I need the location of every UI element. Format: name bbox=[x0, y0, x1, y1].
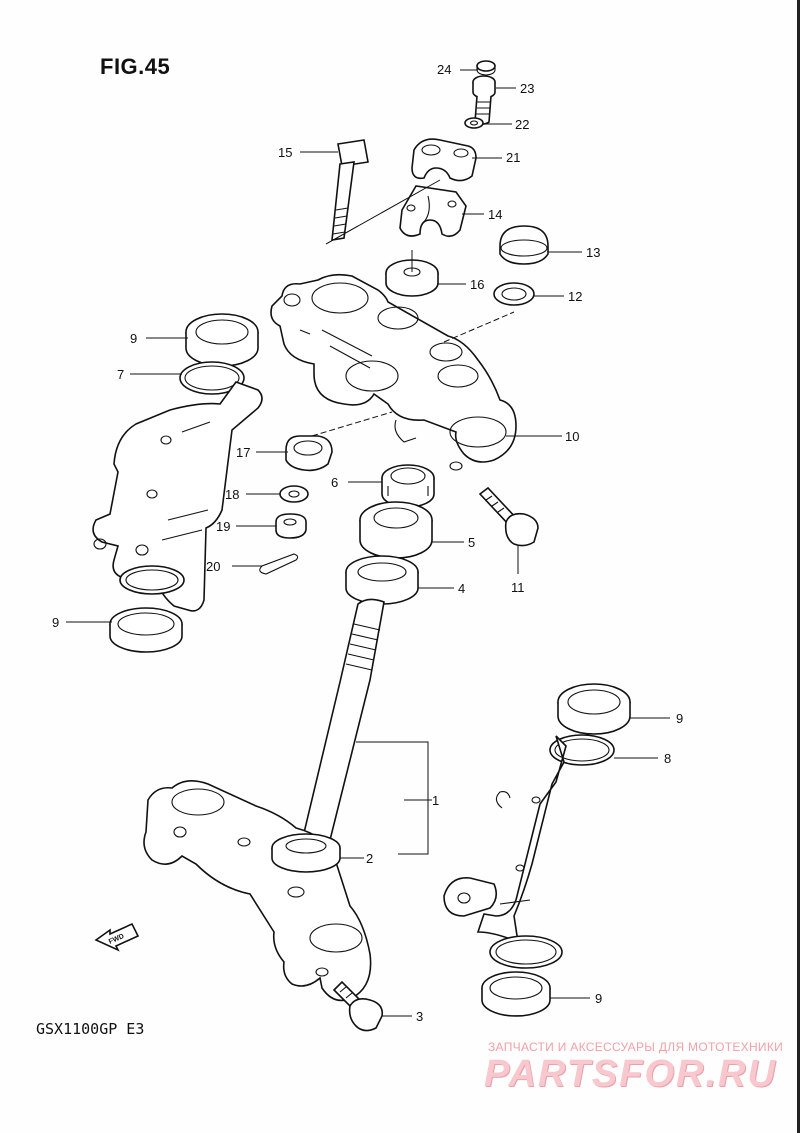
part-24-cap bbox=[476, 60, 496, 76]
part-2-lower-bearing bbox=[271, 833, 341, 873]
callout-17: 17 bbox=[236, 445, 250, 460]
part-8-ring bbox=[549, 734, 615, 766]
callout-12: 12 bbox=[568, 289, 582, 304]
right-fork-bracket bbox=[443, 735, 567, 969]
part-9-seal-upper-right bbox=[557, 683, 631, 735]
part-9-seal-lower-left bbox=[109, 607, 183, 653]
callout-19: 19 bbox=[216, 519, 230, 534]
callout-14: 14 bbox=[488, 207, 502, 222]
callout-13: 13 bbox=[586, 245, 600, 260]
part-19-nut bbox=[275, 513, 307, 539]
left-fork-bracket bbox=[92, 381, 263, 612]
callout-10: 10 bbox=[565, 429, 579, 444]
part-7-ring bbox=[179, 361, 245, 395]
part-18-washer bbox=[279, 485, 309, 503]
callout-23: 23 bbox=[520, 81, 534, 96]
callout-11: 11 bbox=[511, 580, 525, 595]
part-5-bearing-race bbox=[359, 501, 433, 559]
part-17-dust-seal bbox=[285, 435, 333, 472]
callout-4: 4 bbox=[458, 581, 465, 596]
callout-22: 22 bbox=[515, 117, 529, 132]
callout-7: 7 bbox=[117, 367, 124, 382]
leader-lines bbox=[66, 69, 670, 1017]
part-14-handlebar-holder bbox=[399, 185, 467, 238]
fwd-arrow-icon: FWD bbox=[94, 922, 140, 952]
part-10-upper-bracket bbox=[270, 273, 517, 471]
part-9-seal-upper-left bbox=[185, 313, 259, 367]
callout-8: 8 bbox=[664, 751, 671, 766]
figure-title: FIG.45 bbox=[100, 54, 171, 79]
part-6-lock-nut bbox=[381, 464, 435, 508]
part-22-washer bbox=[464, 117, 484, 129]
callout-labels: 24 23 22 21 15 14 13 16 12 9 7 10 17 6 1… bbox=[52, 62, 683, 1024]
callout-15: 15 bbox=[278, 145, 292, 160]
part-21-upper-clamp bbox=[411, 138, 477, 182]
part-23-bolt bbox=[472, 75, 496, 125]
model-code: GSX1100GP E3 bbox=[36, 1020, 145, 1038]
callout-6: 6 bbox=[331, 475, 338, 490]
callout-20: 20 bbox=[206, 559, 220, 574]
callout-2: 2 bbox=[366, 851, 373, 866]
part-9-seal-lower-right bbox=[481, 971, 551, 1017]
callout-24: 24 bbox=[437, 62, 451, 77]
watermark-logo: PARTSFOR.RU bbox=[484, 1053, 777, 1095]
callout-9-upper-left: 9 bbox=[130, 331, 137, 346]
callout-5: 5 bbox=[468, 535, 475, 550]
watermark-text: ЗАПЧАСТИ И АКСЕССУАРЫ ДЛЯ МОТОТЕХНИКИ bbox=[488, 1040, 784, 1054]
callout-1: 1 bbox=[432, 793, 439, 808]
part-15-bolt bbox=[331, 139, 369, 241]
callout-16: 16 bbox=[470, 277, 484, 292]
callout-9-lower-left: 9 bbox=[52, 615, 59, 630]
part-4-bearing bbox=[345, 555, 419, 605]
callout-21: 21 bbox=[506, 150, 520, 165]
reference-lines bbox=[311, 179, 515, 855]
callout-9-upper-right: 9 bbox=[676, 711, 683, 726]
part-11-bolt bbox=[478, 486, 539, 547]
part-12-washer bbox=[493, 282, 535, 306]
part-1-steering-stem bbox=[143, 598, 385, 1002]
callout-18: 18 bbox=[225, 487, 239, 502]
part-20-cotter-pin bbox=[259, 553, 299, 575]
callout-9-lower-right: 9 bbox=[595, 991, 602, 1006]
part-3-bolt bbox=[332, 980, 384, 1032]
callout-3: 3 bbox=[416, 1009, 423, 1024]
part-13-cap bbox=[499, 225, 549, 265]
